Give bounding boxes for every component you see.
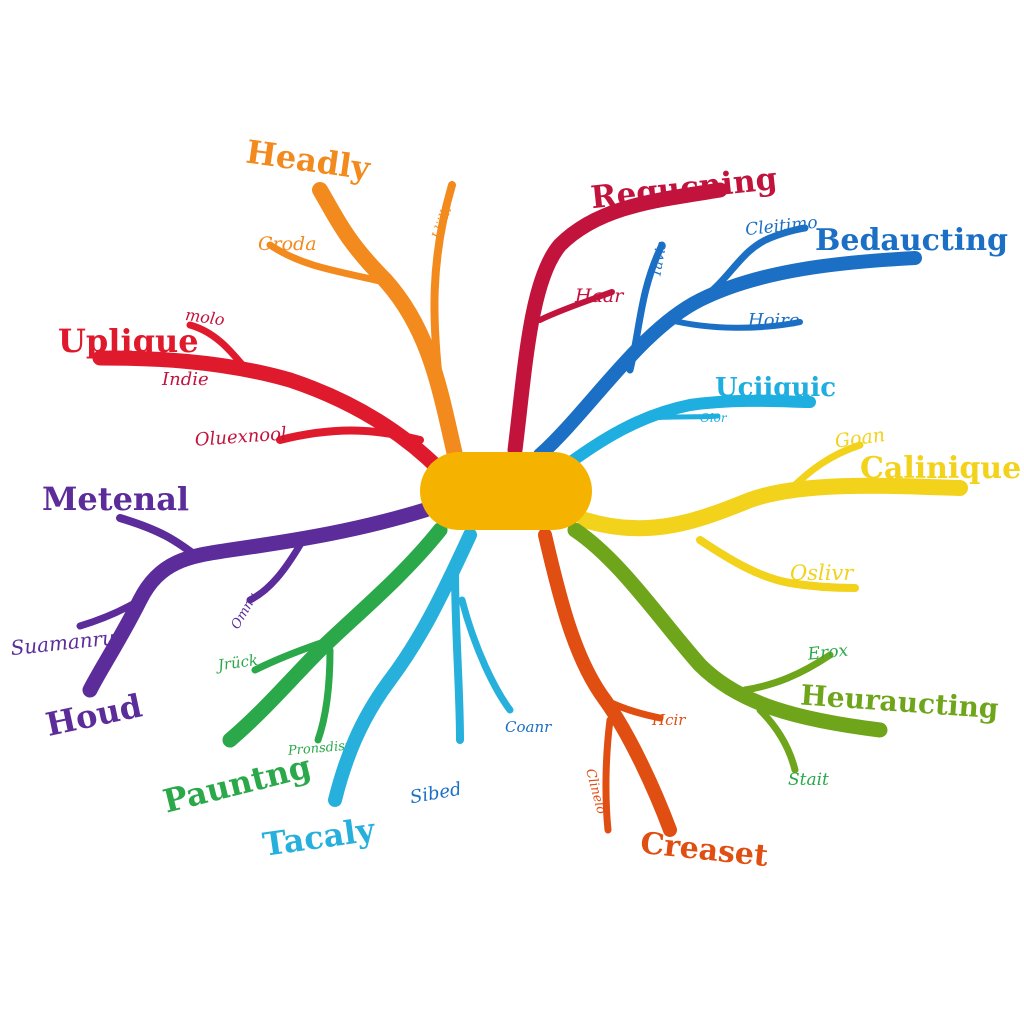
label-omnu: Omnu — [228, 590, 261, 632]
branch-creaset-sub2 — [606, 720, 610, 830]
branch-calinique-trunk — [585, 486, 960, 529]
label-calinique: Calinique — [860, 451, 1021, 486]
label-tavis: Tavis — [648, 240, 670, 278]
label-tacaly: Tacaly — [260, 810, 378, 863]
branch-uplique-trunk — [100, 358, 440, 470]
label-oluexnool: Oluexnool — [194, 423, 287, 450]
branch-calinique: Calinique Goan Oslivr — [585, 424, 1021, 588]
branch-uplique-sub2 — [280, 431, 420, 440]
label-uplique: Uplique — [58, 322, 199, 360]
branch-uplique: Uplique molo Indie Oluexnool — [58, 305, 440, 470]
label-houd: Houd — [42, 686, 145, 743]
label-headly: Headly — [244, 133, 374, 188]
label-creaset: Creaset — [639, 826, 770, 874]
branch-creaset: Creaset Hcir Clinelo — [545, 535, 770, 874]
branch-tacaly: Tacaly Sibed Coanr — [260, 535, 552, 864]
label-stait: Stait — [788, 770, 829, 790]
label-oslivr: Oslivr — [790, 561, 855, 585]
branch-pauntng-sub2 — [318, 650, 330, 740]
branch-uciiquic-trunk — [560, 401, 810, 470]
label-metenal: Metenal — [42, 480, 189, 518]
label-hoire: Hoire — [747, 310, 800, 331]
label-indie: Indie — [161, 369, 209, 390]
label-uciiquic: Uciiquic — [715, 373, 836, 403]
label-requcning: Requcning — [589, 161, 779, 216]
label-haar: Haar — [574, 285, 625, 307]
label-erox: Erox — [806, 641, 850, 665]
branch-tacaly-sub2 — [462, 600, 510, 710]
label-suamanru: Suamanru — [9, 625, 116, 660]
branch-pauntng-trunk — [230, 530, 440, 740]
branch-bedaucting: Bedaucting Cleitimo Tavis Hoire — [540, 213, 1008, 455]
label-hcir: Hcir — [651, 711, 686, 729]
central-node — [420, 452, 592, 530]
label-coanr: Coanr — [505, 718, 552, 736]
branch-metenal-sub1 — [120, 518, 195, 555]
label-sibed: Sibed — [408, 779, 463, 809]
label-croda: Croda — [258, 233, 317, 255]
label-cleitimo: Cleitimo — [744, 213, 818, 240]
branch-tacaly-sub1 — [455, 570, 460, 740]
label-bedaucting: Bedaucting — [815, 223, 1008, 258]
label-goan: Goan — [834, 424, 887, 453]
label-olor: Olor — [700, 411, 728, 425]
label-lliilli: Lliilli — [429, 205, 455, 243]
